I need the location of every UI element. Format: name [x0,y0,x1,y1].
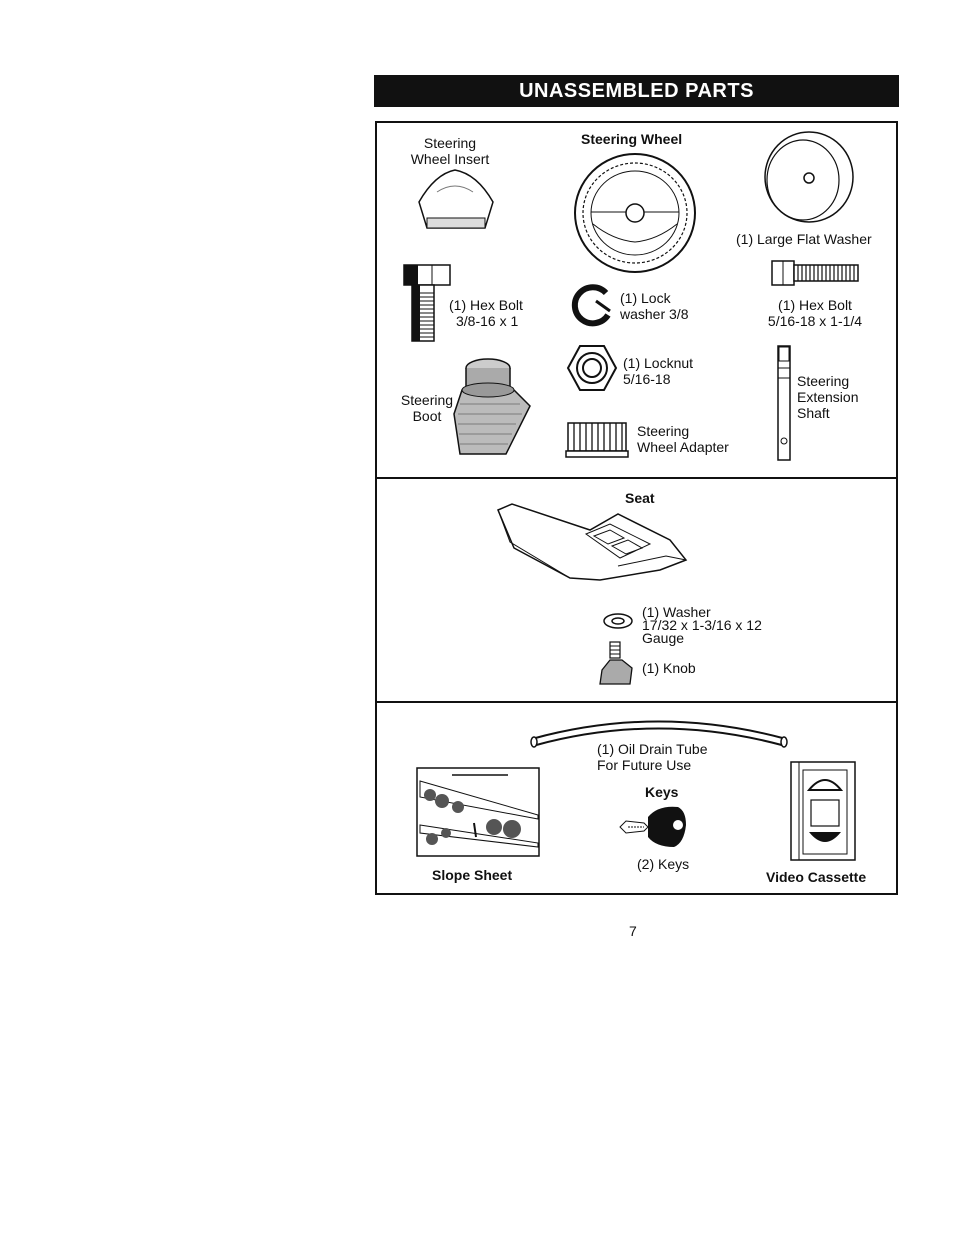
video-cassette-label: Video Cassette [766,869,867,885]
lock-washer-icon [571,284,611,327]
washer-label: (1) Washer 17/32 x 1-3/16 x 12 Gauge [642,604,762,646]
steering-extension-shaft-icon [777,345,791,461]
page-number: 7 [629,923,637,939]
seat-label: Seat [625,490,655,506]
steering-wheel-insert-label: Steering Wheel Insert [410,135,490,167]
keys-icon [619,806,686,847]
slope-sheet-label: Slope Sheet [432,867,513,883]
keys-title: Keys [645,784,679,800]
section-header: UNASSEMBLED PARTS [374,75,899,107]
keys-label: (2) Keys [637,856,690,872]
knob-label: (1) Knob [642,660,696,676]
washer-icon [603,613,633,629]
hex-bolt-small-icon [771,260,859,286]
locknut-label: (1) Locknut 5/16-18 [623,355,694,387]
knob-icon [599,641,633,685]
steering-boot-icon [453,358,531,455]
video-cassette-icon [790,761,856,861]
hex-bolt-small-label: (1) Hex Bolt 5/16-18 x 1-1/4 [767,297,863,329]
steering-wheel-insert-icon [418,169,494,229]
large-flat-washer-icon [764,131,854,223]
seat-icon [497,503,688,581]
hex-bolt-large-label: (1) Hex Bolt 3/8-16 x 1 [449,297,523,329]
steering-extension-shaft-label: Steering Extension Shaft [797,373,859,421]
oil-drain-tube-label: (1) Oil Drain Tube For Future Use [597,741,708,773]
steering-wheel-label: Steering Wheel [581,131,683,147]
steering-wheel-adapter-label: Steering Wheel Adapter [637,423,729,455]
steering-wheel-icon [574,153,696,273]
steering-boot-label: Steering Boot [400,392,454,424]
steering-wheel-adapter-icon [565,422,629,458]
misc-parts-panel [375,701,898,895]
hex-bolt-large-icon [403,264,451,342]
slope-sheet-icon [416,767,540,857]
lock-washer-label: (1) Lock washer 3/8 [620,290,689,322]
locknut-icon [566,345,618,391]
oil-drain-tube-icon [530,720,788,748]
large-flat-washer-label: (1) Large Flat Washer [736,231,872,247]
